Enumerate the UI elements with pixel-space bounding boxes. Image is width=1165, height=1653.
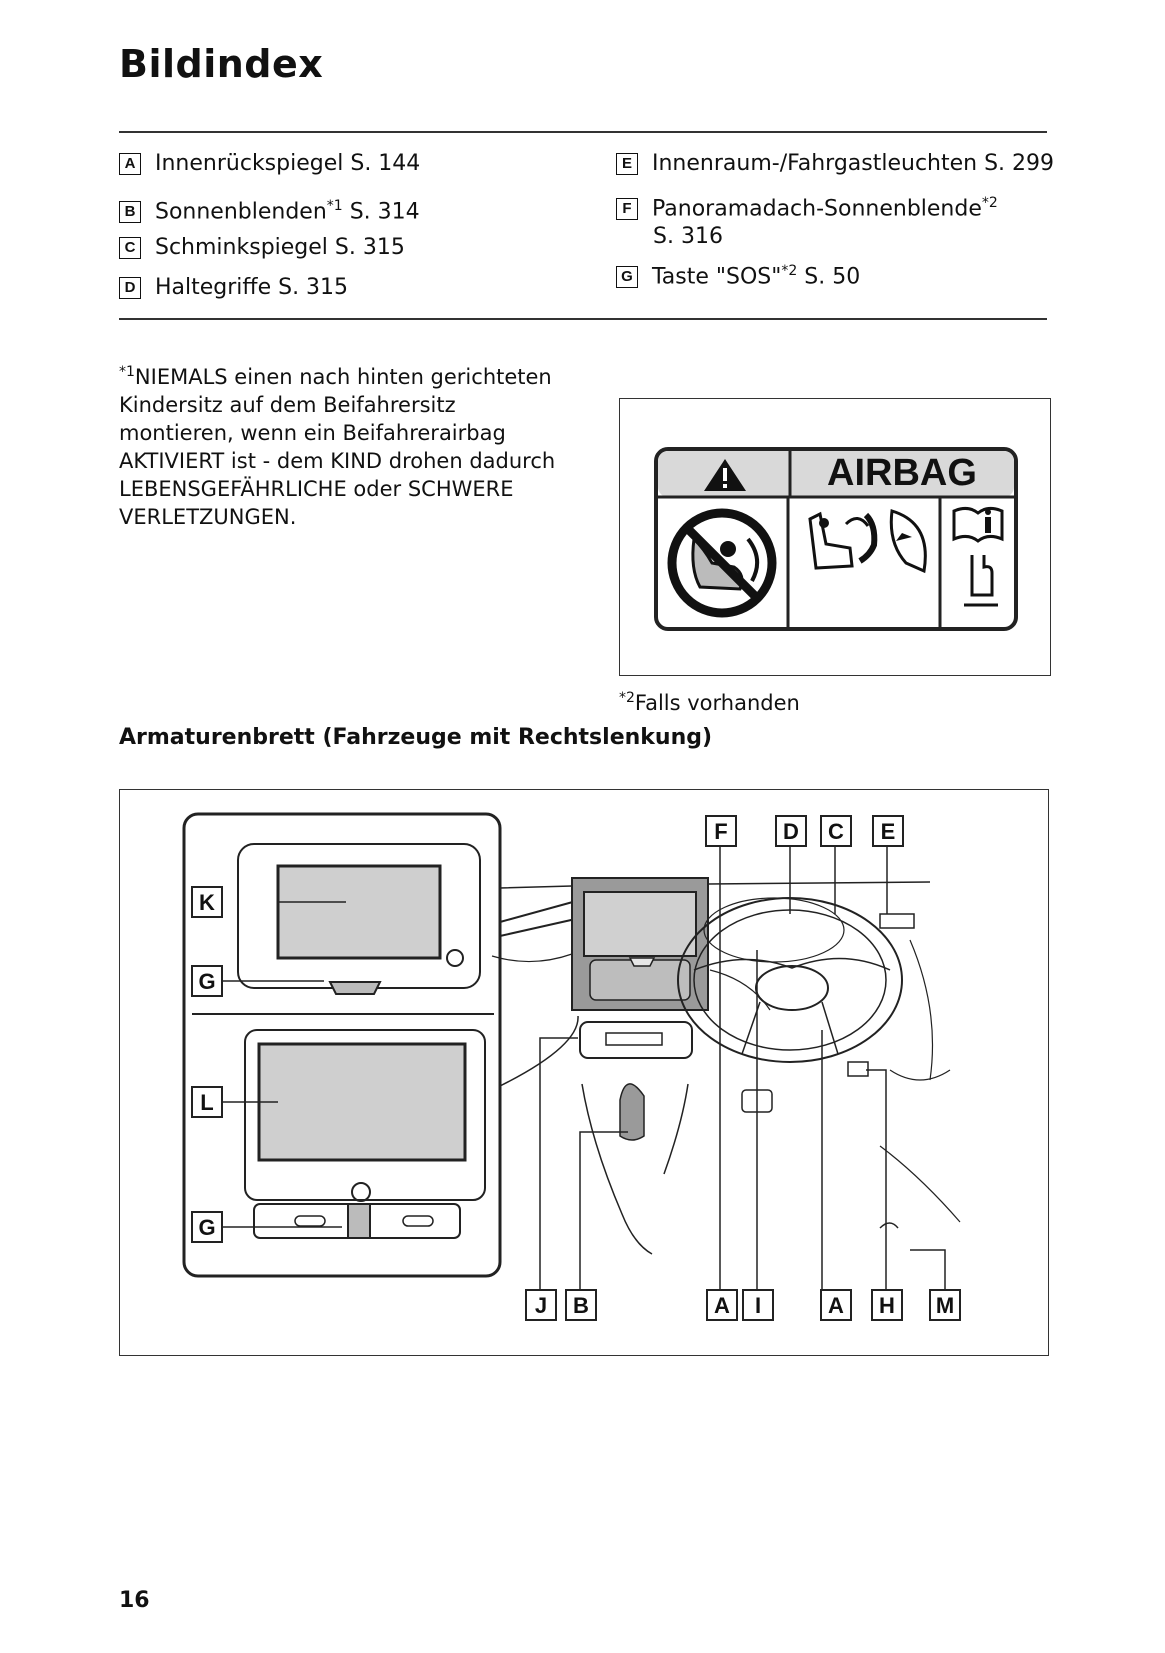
manual-info-icon xyxy=(952,506,1004,607)
footnote-mark: *2 xyxy=(781,263,798,279)
index-bottom-divider xyxy=(119,318,1047,320)
seat-airbag-deploy-icon xyxy=(808,509,927,574)
warning-body: NIEMALS einen nach hinten gerichteten Ki… xyxy=(119,365,556,529)
footnote-text: Falls vorhanden xyxy=(634,691,800,715)
index-item-e: E Innenraum-/Fahrgastleuchten S. 299 xyxy=(616,150,1054,178)
index-text: Taste "SOS" xyxy=(652,264,782,290)
index-key: A xyxy=(119,153,141,175)
callout-g: G xyxy=(198,969,215,994)
index-text: Haltegriffe S. 315 xyxy=(155,275,349,300)
index-item-b: B Sonnenblenden*1 S. 314 xyxy=(119,192,420,226)
page-number: 16 xyxy=(119,1588,150,1613)
index-key: D xyxy=(119,277,141,299)
callout-l: L xyxy=(200,1090,213,1115)
section-heading: Armaturenbrett (Fahrzeuge mit Rechtslenk… xyxy=(119,725,713,750)
callout-d: D xyxy=(783,819,799,844)
callout-k: K xyxy=(199,890,215,915)
warning-triangle-icon xyxy=(704,459,746,491)
index-key: F xyxy=(616,198,638,221)
callout-j: J xyxy=(535,1293,547,1318)
airbag-label-box: AIRBAG xyxy=(619,398,1051,676)
index-text: Innenraum-/Fahrgastleuchten S. 299 xyxy=(652,151,1055,176)
page-ref: S. 316 xyxy=(653,224,723,250)
index-item-g: G Taste "SOS"*2 S. 50 xyxy=(616,257,860,291)
callout-i: I xyxy=(755,1293,761,1318)
top-divider xyxy=(119,131,1047,133)
index-key: B xyxy=(119,201,141,224)
page-ref: S. 314 xyxy=(342,199,420,225)
footnote-mark: *1 xyxy=(326,198,343,214)
index-text: Panoramadach-Sonnenblende xyxy=(652,196,982,222)
page-ref: S. 50 xyxy=(797,264,861,290)
callout-f: F xyxy=(714,819,727,844)
index-item-d: D Haltegriffe S. 315 xyxy=(119,274,348,302)
dashboard-figure: F D C E K G L G J B A I A H M xyxy=(119,789,1049,1356)
callout-g: G xyxy=(198,1215,215,1240)
page-title: Bildindex xyxy=(119,42,324,86)
footnote-2: *2Falls vorhanden xyxy=(619,690,800,715)
callout-a: A xyxy=(828,1293,844,1318)
callout-e: E xyxy=(881,819,896,844)
index-key: G xyxy=(616,266,638,289)
index-text: Sonnenblenden xyxy=(155,199,327,225)
index-item-a: A Innenrückspiegel S. 144 xyxy=(119,150,420,178)
airbag-warning-text: *1NIEMALS einen nach hinten gerichteten … xyxy=(119,358,559,531)
index-text: Schminkspiegel S. 315 xyxy=(155,235,405,260)
index-item-f: F Panoramadach-Sonnenblende*2 S. 316 xyxy=(616,189,998,251)
dashboard-illustration: F D C E K G L G J B A I A H M xyxy=(182,812,961,1321)
callout-m: M xyxy=(936,1293,954,1318)
callout-b: B xyxy=(573,1293,589,1318)
index-item-c: C Schminkspiegel S. 315 xyxy=(119,234,405,262)
footnote-mark: *2 xyxy=(981,195,998,211)
footnote-mark: *1 xyxy=(119,364,135,380)
no-rear-facing-child-seat-icon xyxy=(667,508,777,618)
callout-a: A xyxy=(714,1293,730,1318)
callout-h: H xyxy=(879,1293,895,1318)
index-key: E xyxy=(616,153,638,175)
index-text: Innenrückspiegel S. 144 xyxy=(155,151,421,176)
airbag-heading: AIRBAG xyxy=(827,452,977,494)
footnote-mark: *2 xyxy=(619,690,635,706)
index-key: C xyxy=(119,237,141,259)
callout-c: C xyxy=(828,819,844,844)
airbag-label-illustration: AIRBAG xyxy=(654,447,1018,631)
